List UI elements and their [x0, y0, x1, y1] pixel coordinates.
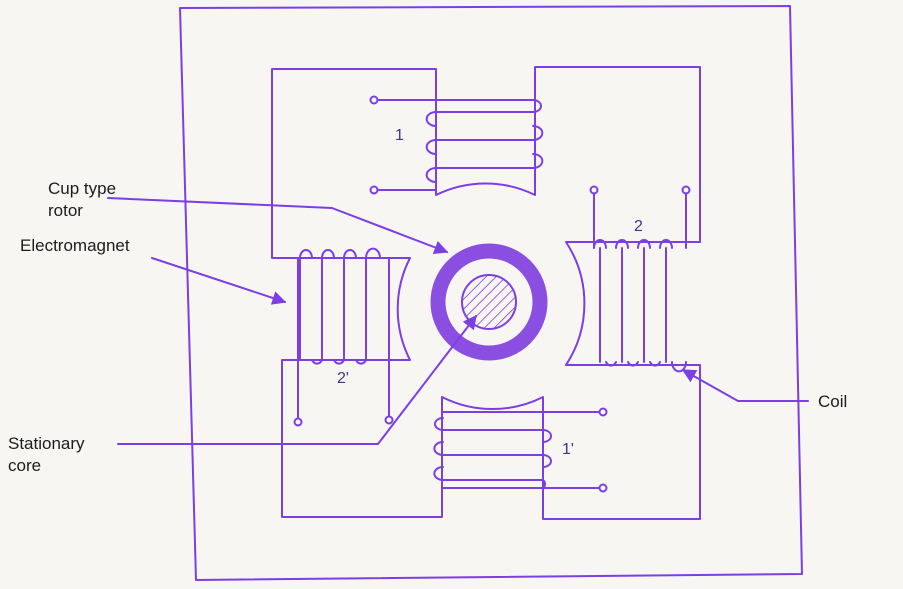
- coil-1: [369, 95, 544, 195]
- coil-1-prime: [433, 407, 608, 493]
- winding-number-2-prime: 2': [337, 370, 349, 387]
- stationary-core: [461, 274, 517, 330]
- winding-number-2: 2: [634, 218, 643, 235]
- label-stationary-core-line2: core: [8, 456, 42, 475]
- leader-coil: [681, 369, 809, 402]
- label-cup-rotor-line1: Cup type: [48, 179, 117, 198]
- outer-frame: [179, 5, 803, 581]
- coil-2: [589, 185, 691, 373]
- label-cup-rotor-line2: rotor: [48, 201, 83, 220]
- winding-number-1: 1: [395, 127, 404, 144]
- winding-number-1-prime: 1': [562, 441, 574, 458]
- coil-2-prime: [293, 247, 394, 427]
- top-pole-piece: [271, 66, 701, 520]
- label-coil: Coil: [818, 392, 848, 411]
- cup-rotor: [430, 243, 548, 361]
- label-electromagnet: Electromagnet: [20, 236, 130, 255]
- leader-cup-rotor: [107, 197, 449, 255]
- leader-stationary-core: [117, 314, 477, 445]
- leader-electromagnet: [151, 257, 287, 305]
- label-stationary-core-line1: Stationary: [8, 434, 85, 453]
